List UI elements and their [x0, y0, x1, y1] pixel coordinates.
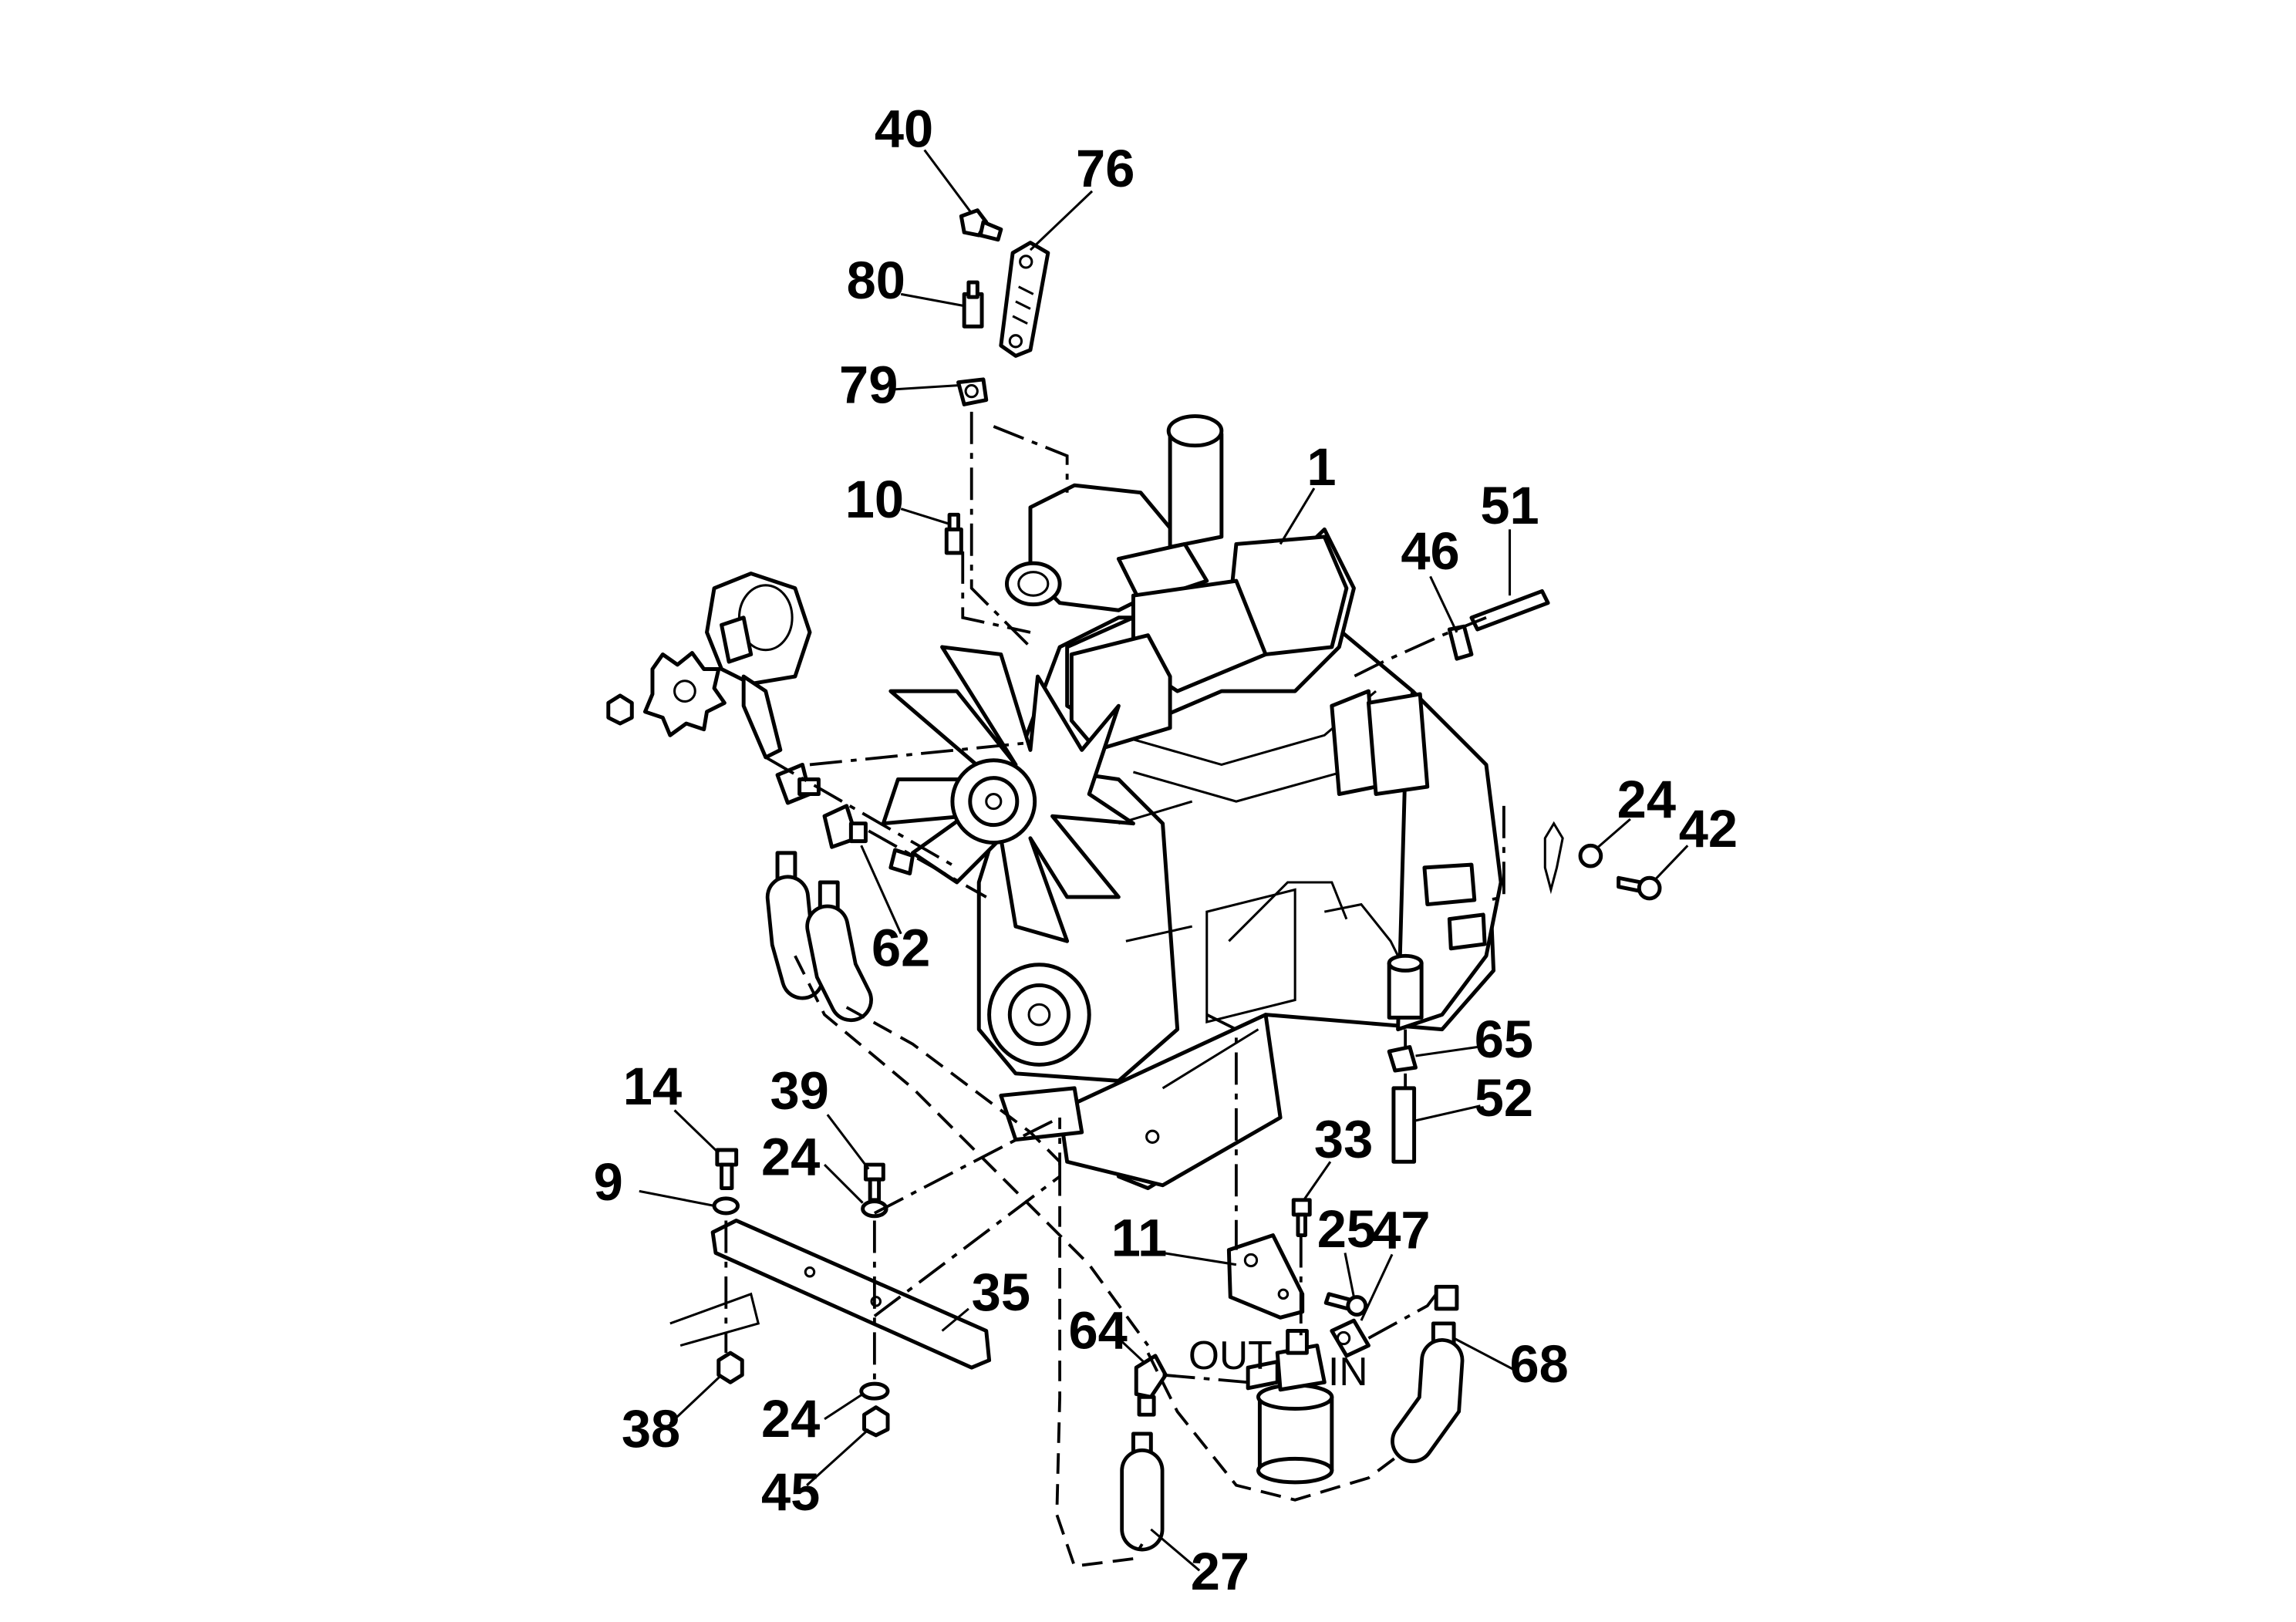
hose-68 — [1391, 1284, 1465, 1464]
callout-80: 80 — [847, 251, 905, 310]
sensor-10 — [944, 512, 963, 555]
hoses-left — [765, 875, 873, 1023]
nut-79 — [956, 377, 989, 406]
bolt-33 — [1291, 1198, 1312, 1238]
callout-65: 65 — [1475, 1010, 1533, 1069]
nut-45 — [862, 1405, 890, 1438]
leader-lines — [639, 149, 1689, 1572]
pipe-51 — [1469, 588, 1550, 632]
fitting-47 — [1330, 1318, 1371, 1358]
callout-24-a: 24 — [761, 1127, 820, 1186]
washer-24-right — [1578, 843, 1603, 868]
strap-76 — [999, 241, 1050, 358]
cooling-fan — [881, 645, 1135, 943]
callout-14: 14 — [623, 1057, 682, 1116]
callout-35: 35 — [972, 1263, 1030, 1322]
engine-assembly — [976, 414, 1503, 1191]
bolt-42 — [1617, 875, 1662, 901]
washer-24-b — [859, 1381, 890, 1401]
callout-33: 33 — [1314, 1110, 1373, 1169]
fitting-80 — [962, 280, 984, 329]
callout-47: 47 — [1371, 1201, 1430, 1260]
nut-38 — [716, 1351, 744, 1384]
callout-79: 79 — [839, 355, 898, 414]
callout-40: 40 — [875, 99, 933, 159]
callout-46: 46 — [1401, 521, 1459, 581]
port-label-in: IN — [1328, 1349, 1367, 1394]
callout-68: 68 — [1509, 1334, 1568, 1394]
callout-24-right: 24 — [1617, 770, 1676, 829]
right-canister — [1387, 953, 1424, 1020]
washer-9 — [712, 1196, 740, 1216]
callout-25: 25 — [1317, 1199, 1376, 1259]
callout-10: 10 — [845, 470, 904, 529]
callout-9: 9 — [594, 1152, 623, 1212]
callout-11: 11 — [1111, 1208, 1168, 1267]
callout-52: 52 — [1475, 1068, 1533, 1128]
callout-39: 39 — [770, 1061, 828, 1121]
callout-1: 1 — [1306, 437, 1336, 497]
hose-52 — [1391, 1086, 1417, 1164]
bolt-25 — [1323, 1292, 1368, 1317]
bolt-40 — [959, 208, 1003, 242]
bracket-11 — [1226, 1233, 1305, 1320]
callout-42: 42 — [1679, 799, 1738, 858]
bracket-35 — [669, 1219, 992, 1370]
callout-64: 64 — [1069, 1300, 1128, 1360]
port-label-out: OUT — [1188, 1333, 1273, 1378]
callout-45: 45 — [761, 1462, 820, 1522]
fittings-62 — [775, 762, 915, 911]
callout-38: 38 — [622, 1399, 680, 1458]
alternator — [606, 572, 812, 760]
bolt-39 — [863, 1162, 885, 1202]
callout-51: 51 — [1480, 476, 1539, 535]
fuel-filter — [1246, 1329, 1334, 1485]
clamp-65 — [1387, 1045, 1418, 1073]
callout-62: 62 — [872, 919, 930, 978]
callout-27: 27 — [1191, 1542, 1249, 1601]
bolt-14 — [715, 1148, 739, 1191]
hose-27 — [1120, 1431, 1165, 1552]
washer-24-a — [861, 1199, 888, 1219]
clamp-46 — [1447, 624, 1474, 661]
clip — [1543, 821, 1564, 895]
callouts: 40 76 80 79 1 10 51 46 24 42 62 65 52 14… — [594, 99, 1738, 1601]
callout-76: 76 — [1076, 139, 1135, 198]
elbow-64 — [1134, 1354, 1168, 1417]
connection-lines — [724, 411, 1505, 1568]
callout-24-b: 24 — [761, 1389, 820, 1448]
